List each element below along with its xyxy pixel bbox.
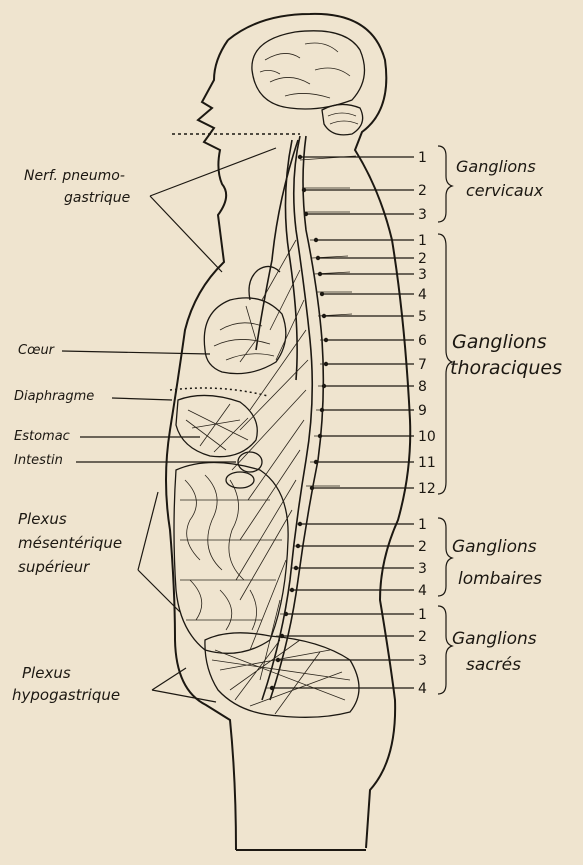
label-ganglions-lombaires-1: Ganglions (452, 537, 537, 557)
leader-coeur (62, 351, 210, 354)
sympathetic-chain (256, 136, 323, 700)
brace-cervicaux (438, 146, 452, 222)
thoracic-ganglion-number-5: 5 (418, 309, 427, 325)
label-ganglions-cervicaux-1: Ganglions (456, 157, 536, 176)
lumbar-ganglion-dot-3 (294, 566, 298, 570)
cervical-ganglion-number-2: 2 (418, 183, 427, 199)
lumbar-ganglion-dot-4 (290, 588, 294, 592)
label-plexus-mesenterique-3: supérieur (18, 558, 90, 576)
leader-nerf-pneumogastrique (150, 148, 276, 272)
lumbar-ganglion-number-1: 1 (418, 517, 427, 533)
thoracic-ganglion-dot-4 (320, 292, 324, 296)
label-estomac: Estomac (14, 429, 70, 444)
sacral-ganglion-number-2: 2 (418, 629, 427, 645)
sacral-ganglion-number-1: 1 (418, 607, 427, 623)
lumbar-ganglion-dot-2 (296, 544, 300, 548)
stomach (176, 395, 257, 456)
sacral-ganglion-dot-1 (284, 612, 288, 616)
cervical-ganglion-number-1: 1 (418, 150, 427, 166)
thoracic-ganglion-dot-3 (318, 272, 322, 276)
thoracic-ganglion-dot-1 (314, 238, 318, 242)
brain (252, 31, 365, 135)
label-plexus-mesenterique-1: Plexus (18, 510, 67, 528)
thoracic-ganglion-dot-12 (310, 486, 314, 490)
cervical-ganglion-dot-1 (298, 155, 302, 159)
brace-sacres (438, 606, 452, 694)
sacral-ganglion-number-4: 4 (418, 681, 427, 697)
brace-lombaires (438, 518, 452, 596)
thoracic-ganglion-number-9: 9 (418, 403, 427, 419)
thoracic-ganglion-number-8: 8 (418, 379, 427, 395)
body-outline (166, 14, 410, 850)
thoracic-ganglion-dot-7 (324, 362, 328, 366)
label-ganglions-sacres-1: Ganglions (452, 629, 537, 649)
intestine (174, 452, 288, 653)
thoracic-ganglion-number-7: 7 (418, 357, 427, 373)
thoracic-ganglion-dot-6 (324, 338, 328, 342)
label-intestin: Intestin (14, 453, 63, 468)
group-braces (438, 146, 452, 694)
heart (204, 266, 286, 373)
thoracic-ganglion-number-11: 11 (418, 455, 436, 471)
label-diaphragme: Diaphragme (14, 389, 94, 404)
label-nerf-pneumogastrique-1: Nerf. pneumo- (24, 168, 125, 184)
thoracic-ganglion-dot-9 (320, 408, 324, 412)
lumbar-ganglion-dot-1 (298, 522, 302, 526)
thoracic-ganglion-dot-11 (314, 460, 318, 464)
cervical-ganglion-dot-2 (302, 188, 306, 192)
label-ganglions-sacres-2: sacrés (466, 655, 521, 675)
thoracic-ganglion-number-3: 3 (418, 267, 427, 283)
thoracic-ganglion-number-1: 1 (418, 233, 427, 249)
pelvic-region (205, 633, 359, 718)
sacral-ganglion-dot-4 (270, 686, 274, 690)
thoracic-ganglion-dot-8 (322, 384, 326, 388)
leader-plexus-hypogastrique (152, 668, 216, 702)
label-ganglions-thoraciques-1: Ganglions (452, 331, 547, 353)
label-ganglions-lombaires-2: lombaires (458, 569, 542, 589)
thoracic-ganglion-dot-2 (316, 256, 320, 260)
label-nerf-pneumogastrique-2: gastrique (64, 190, 130, 206)
thoracic-ganglion-dot-5 (322, 314, 326, 318)
lumbar-ganglion-number-2: 2 (418, 539, 427, 555)
thoracic-ganglion-number-12: 12 (418, 481, 436, 497)
label-plexus-hypogastrique-1: Plexus (22, 664, 71, 682)
thoracic-ganglion-number-10: 10 (418, 429, 436, 445)
sacral-ganglion-dot-2 (280, 634, 284, 638)
lumbar-ganglion-number-3: 3 (418, 561, 427, 577)
cervical-ganglion-dot-3 (304, 212, 308, 216)
leader-diaphragme (112, 398, 172, 400)
diaphragm-line (170, 388, 268, 396)
sacral-ganglia: 1 2 3 4 (270, 607, 427, 697)
lumbar-ganglia: 1 2 3 4 (290, 517, 427, 599)
thoracic-ganglion-number-4: 4 (418, 287, 427, 303)
lumbar-ganglion-number-4: 4 (418, 583, 427, 599)
thoracic-ganglion-number-6: 6 (418, 333, 427, 349)
thoracic-ganglion-number-2: 2 (418, 251, 427, 267)
sacral-ganglion-number-3: 3 (418, 653, 427, 669)
label-ganglions-thoraciques-2: thoraciques (450, 357, 562, 379)
label-plexus-mesenterique-2: mésentérique (18, 534, 122, 552)
label-coeur: Cœur (18, 343, 56, 358)
cervical-ganglion-number-3: 3 (418, 207, 427, 223)
label-ganglions-cervicaux-2: cervicaux (466, 181, 544, 200)
sacral-ganglion-dot-3 (276, 658, 280, 662)
label-plexus-hypogastrique-2: hypogastrique (12, 686, 120, 704)
thoracic-ganglion-dot-10 (318, 434, 322, 438)
